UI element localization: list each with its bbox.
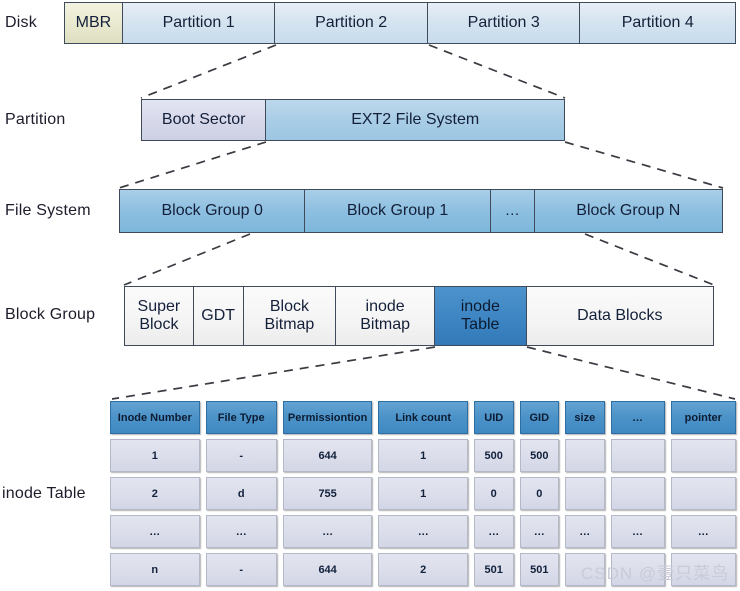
- inode-cell-permission: …: [282, 515, 373, 548]
- inode-cell-permission: 755: [282, 477, 373, 510]
- inode-cell-permission: 644: [282, 439, 373, 472]
- disk-cell-partition-4[interactable]: Partition 4: [580, 3, 735, 43]
- inode-cell-uid: 500: [473, 439, 514, 472]
- fs-cell-block-group-1[interactable]: Block Group 1: [305, 190, 491, 232]
- inode-cell-inode-number: 2: [110, 477, 200, 510]
- row-label-file-system: File System: [5, 202, 91, 219]
- block-group-bar: Super Block GDT Block Bitmap inode Bitma…: [124, 286, 714, 346]
- bg-cell-super-block[interactable]: Super Block: [125, 287, 194, 345]
- inode-col-header-uid: UID: [473, 401, 514, 434]
- inode-cell-link-count: 1: [378, 439, 468, 472]
- inode-col-header-size: size: [565, 401, 605, 434]
- connector-fs-to-blockgroup-right: [584, 233, 715, 286]
- connector-partition-to-fs-left: [118, 141, 267, 189]
- inode-cell-file-type: d: [205, 477, 277, 510]
- inode-cell-file-type: …: [205, 515, 277, 548]
- inode-table-row: … … … … … … … … …: [110, 515, 737, 548]
- bg-cell-gdt[interactable]: GDT: [193, 287, 244, 345]
- disk-cell-partition-2[interactable]: Partition 2: [275, 3, 428, 43]
- row-label-partition: Partition: [5, 111, 66, 128]
- row-label-disk: Disk: [5, 14, 37, 31]
- connector-blockgroup-to-inodetable-right: [526, 346, 736, 400]
- connector-disk-to-partition-left: [140, 44, 277, 99]
- inode-col-header-link-count: Link count: [378, 401, 468, 434]
- inode-cell-pointer: [670, 439, 737, 472]
- inode-cell-gid: 501: [519, 553, 560, 586]
- connector-disk-to-partition-right: [428, 44, 566, 99]
- connector-partition-to-fs-right: [564, 141, 724, 189]
- inode-cell-size: [565, 477, 605, 510]
- fs-cell-block-group-0[interactable]: Block Group 0: [120, 190, 306, 232]
- inode-cell-inode-number: n: [110, 553, 200, 586]
- fs-cell-ellipsis: …: [490, 190, 535, 232]
- inode-col-header-file-type: File Type: [205, 401, 277, 434]
- inode-table-row: 1 - 644 1 500 500: [110, 439, 737, 472]
- inode-cell-size: [565, 439, 605, 472]
- file-system-bar: Block Group 0 Block Group 1 … Block Grou…: [119, 189, 723, 233]
- inode-cell-permission: 644: [282, 553, 373, 586]
- inode-table-header-row: Inode Number File Type Permissiontion Li…: [110, 401, 737, 434]
- inode-cell-ellipsis: [610, 477, 665, 510]
- partition-bar: Boot Sector EXT2 File System: [141, 99, 565, 141]
- inode-cell-uid: 0: [473, 477, 514, 510]
- inode-col-header-inode-number: Inode Number: [110, 401, 200, 434]
- inode-cell-inode-number: …: [110, 515, 200, 548]
- inode-cell-file-type: -: [205, 439, 277, 472]
- inode-cell-gid: 0: [519, 477, 560, 510]
- inode-cell-pointer: [670, 477, 737, 510]
- partition-cell-ext2-file-system[interactable]: EXT2 File System: [266, 100, 564, 140]
- disk-cell-partition-1[interactable]: Partition 1: [122, 3, 276, 43]
- connector-fs-to-blockgroup-left: [123, 233, 251, 286]
- inode-cell-file-type: -: [205, 553, 277, 586]
- disk-cell-mbr[interactable]: MBR: [65, 3, 123, 43]
- inode-cell-uid: 501: [473, 553, 514, 586]
- inode-cell-pointer: …: [670, 515, 737, 548]
- inode-cell-link-count: 2: [378, 553, 468, 586]
- inode-col-header-ellipsis: …: [610, 401, 665, 434]
- disk-cell-partition-3[interactable]: Partition 3: [427, 3, 581, 43]
- inode-cell-gid: …: [519, 515, 560, 548]
- inode-cell-link-count: 1: [378, 477, 468, 510]
- fs-cell-block-group-n[interactable]: Block Group N: [534, 190, 723, 232]
- bg-cell-inode-table[interactable]: inode Table: [434, 287, 527, 345]
- inode-cell-ellipsis: [610, 439, 665, 472]
- inode-col-header-pointer: pointer: [670, 401, 737, 434]
- connector-blockgroup-to-inodetable-left: [111, 346, 436, 400]
- bg-cell-block-bitmap[interactable]: Block Bitmap: [243, 287, 337, 345]
- inode-cell-ellipsis: …: [610, 515, 665, 548]
- row-label-block-group: Block Group: [5, 306, 96, 323]
- partition-cell-boot-sector[interactable]: Boot Sector: [142, 100, 267, 140]
- disk-bar: MBR Partition 1 Partition 2 Partition 3 …: [64, 2, 736, 44]
- bg-cell-inode-bitmap[interactable]: inode Bitmap: [336, 287, 435, 345]
- inode-col-header-gid: GID: [519, 401, 560, 434]
- inode-cell-ellipsis: [610, 553, 665, 586]
- inode-cell-link-count: …: [378, 515, 468, 548]
- inode-table: Inode Number File Type Permissiontion Li…: [110, 401, 737, 591]
- inode-cell-size: …: [565, 515, 605, 548]
- inode-col-header-permission: Permissiontion: [282, 401, 373, 434]
- row-label-inode-table: inode Table: [2, 485, 86, 502]
- inode-cell-gid: 500: [519, 439, 560, 472]
- inode-cell-size: [565, 553, 605, 586]
- inode-table-row: 2 d 755 1 0 0: [110, 477, 737, 510]
- bg-cell-data-blocks[interactable]: Data Blocks: [526, 287, 713, 345]
- inode-table-row: n - 644 2 501 501: [110, 553, 737, 586]
- inode-cell-inode-number: 1: [110, 439, 200, 472]
- inode-cell-uid: …: [473, 515, 514, 548]
- inode-cell-pointer: [670, 553, 737, 586]
